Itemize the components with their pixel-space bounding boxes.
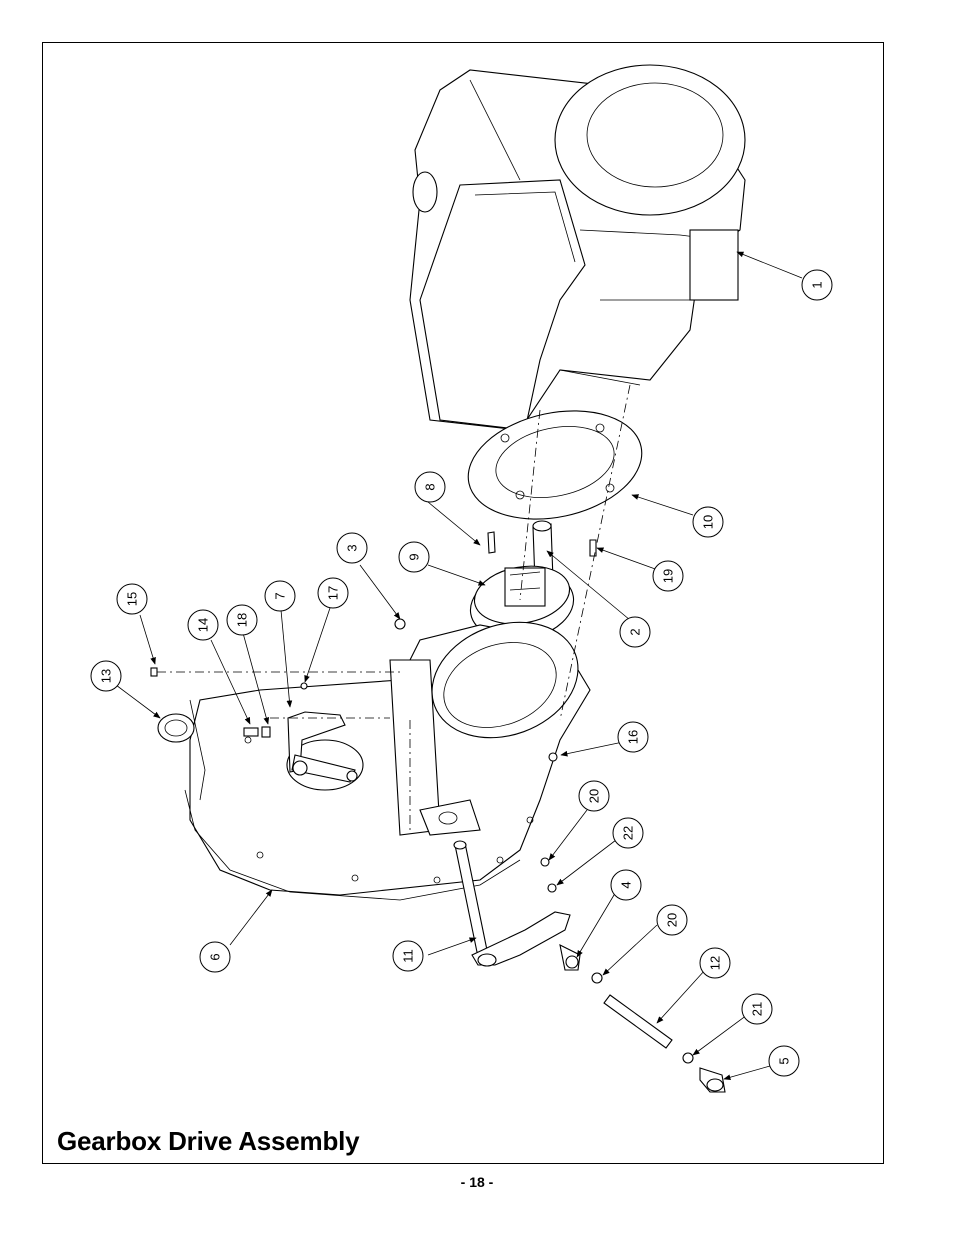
callout-8: 8 [414, 471, 446, 503]
callout-6-label: 6 [208, 953, 223, 960]
callout-10: 10 [692, 506, 724, 538]
callout-19-label: 19 [661, 569, 676, 583]
callout-17: 17 [317, 577, 349, 609]
bushing [157, 713, 195, 743]
callout-8-label: 8 [423, 483, 438, 490]
callout-11: 11 [392, 940, 424, 972]
callout-5-label: 5 [777, 1057, 792, 1064]
callout-13: 13 [90, 660, 122, 692]
callout-22: 22 [612, 817, 644, 849]
callout-12: 12 [699, 947, 731, 979]
callout-1: 1 [801, 269, 833, 301]
callout-20b: 20 [656, 904, 688, 936]
alignment-line [559, 384, 631, 721]
callout-5: 5 [768, 1045, 800, 1077]
page-number: - 18 - [460, 1174, 494, 1190]
bolt-16 [548, 752, 558, 762]
retaining-ring [394, 618, 406, 630]
callout-13-label: 13 [99, 669, 114, 683]
callout-20a: 20 [578, 780, 610, 812]
callout-12-label: 12 [708, 956, 723, 970]
callout-14-label: 14 [196, 618, 211, 632]
callout-20b-label: 20 [665, 913, 680, 927]
mounting-ring [467, 410, 643, 520]
callout-leaders [115, 251, 803, 1081]
callout-7: 7 [264, 580, 296, 612]
alignment-line [519, 409, 541, 601]
callout-20a-label: 20 [587, 789, 602, 803]
engine [409, 64, 746, 431]
callout-18: 18 [226, 604, 258, 636]
callout-9-label: 9 [407, 553, 422, 560]
callout-21: 21 [741, 993, 773, 1025]
callout-3: 3 [336, 532, 368, 564]
gearbox-pulley [469, 565, 575, 641]
callout-21-label: 21 [750, 1002, 765, 1016]
callout-3-label: 3 [345, 544, 360, 551]
bolt-19 [589, 539, 597, 557]
callout-14: 14 [187, 609, 219, 641]
callout-1-label: 1 [810, 281, 825, 288]
callout-15: 15 [116, 583, 148, 615]
callout-9: 9 [398, 541, 430, 573]
callout-16-label: 16 [626, 730, 641, 744]
callout-4-label: 4 [619, 881, 634, 888]
housing [184, 621, 591, 901]
callout-6: 6 [199, 941, 231, 973]
control-linkage [453, 840, 726, 1093]
callout-4: 4 [610, 869, 642, 901]
callout-2-label: 2 [628, 628, 643, 635]
callout-15-label: 15 [125, 592, 140, 606]
page-title: Gearbox Drive Assembly [57, 1126, 360, 1156]
callout-11-label: 11 [401, 949, 416, 963]
callout-16: 16 [617, 721, 649, 753]
callout-19: 19 [652, 560, 684, 592]
callout-10-label: 10 [701, 515, 716, 529]
callout-22-label: 22 [621, 826, 636, 840]
callout-2: 2 [619, 616, 651, 648]
callout-18-label: 18 [235, 613, 250, 627]
diagram-frame [42, 42, 884, 1164]
callout-7-label: 7 [273, 592, 288, 599]
idler-arm [150, 667, 358, 783]
callout-17-label: 17 [326, 586, 341, 600]
